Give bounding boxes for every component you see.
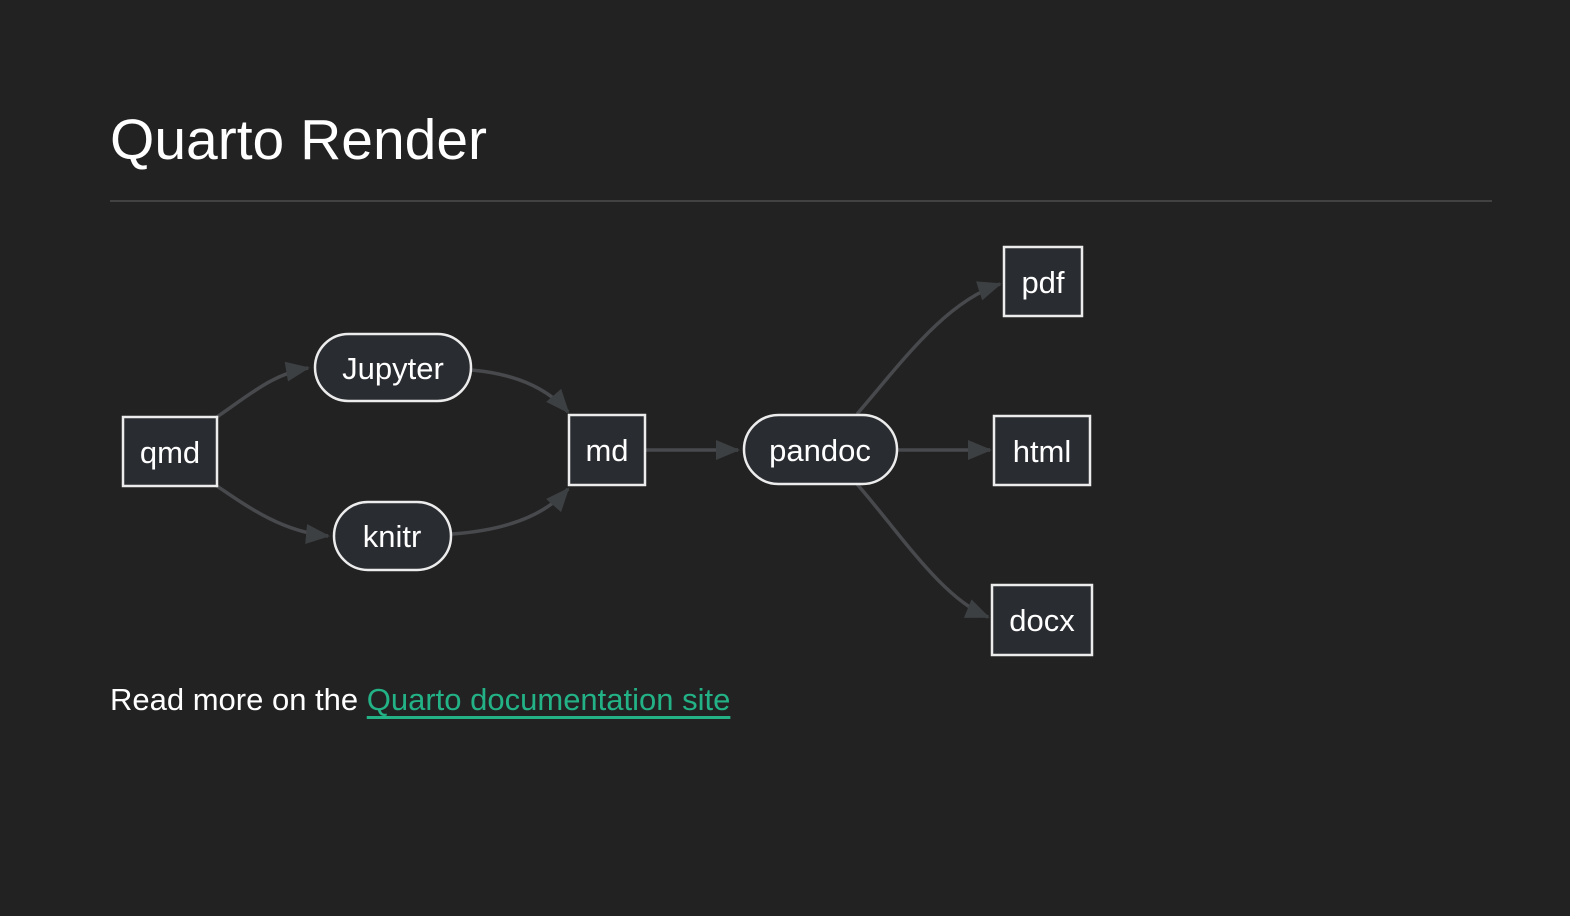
edge-knitr-md — [451, 487, 570, 536]
edge-pandoc-pdf — [855, 281, 1002, 416]
node-md: md — [567, 413, 647, 487]
page-title: Quarto Render — [110, 108, 488, 172]
node-knitr: knitr — [332, 500, 453, 572]
node-pandoc-label: pandoc — [769, 433, 871, 468]
node-docx: docx — [990, 583, 1094, 657]
edge-qmd-jupyter — [213, 361, 310, 421]
title-divider — [110, 200, 1492, 202]
node-pdf-label: pdf — [1021, 265, 1064, 300]
node-jupyter: Jupyter — [313, 332, 473, 403]
node-qmd: qmd — [121, 415, 219, 488]
edge-pandoc-docx — [855, 482, 990, 619]
read-more-paragraph: Read more on the Quarto documentation si… — [110, 681, 730, 720]
node-pdf: pdf — [1002, 245, 1084, 318]
node-pandoc: pandoc — [742, 413, 899, 486]
node-md-label: md — [585, 433, 628, 468]
node-html: html — [992, 414, 1092, 487]
edge-jupyter-md — [470, 368, 570, 414]
node-qmd-label: qmd — [140, 435, 200, 470]
node-jupyter-label: Jupyter — [342, 351, 444, 386]
edge-group — [213, 281, 1002, 619]
quarto-documentation-link[interactable]: Quarto documentation site — [366, 682, 731, 717]
node-knitr-label: knitr — [363, 519, 422, 554]
read-more-text: Read more on the — [110, 682, 367, 717]
edge-qmd-knitr — [213, 482, 330, 544]
node-html-label: html — [1013, 434, 1072, 469]
node-docx-label: docx — [1009, 603, 1075, 638]
